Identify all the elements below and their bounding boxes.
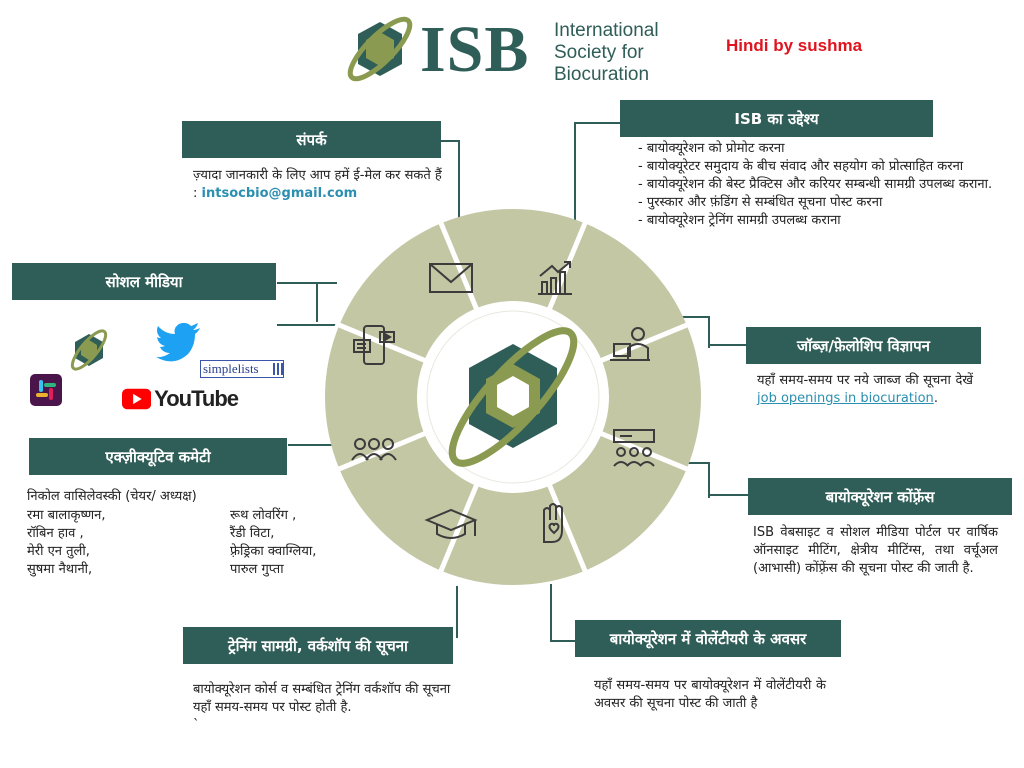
conference-text: ISB वेबसाइट व सोशल मीडिया पोर्टल पर वार्… [753, 525, 998, 576]
executive-column-2: रूथ लोवरिंग , रैंडी विटा, फ़्रेड्रिका क्… [230, 507, 380, 579]
aims-header: ISB का उद्देश्य [620, 100, 933, 137]
mail-icon [429, 263, 473, 293]
training-mark: ` [193, 718, 200, 733]
connector-aims [574, 122, 622, 224]
member-name: पारुल गुप्ता [230, 562, 284, 577]
mobile-chat-icon [353, 325, 395, 365]
aims-item: - बायोक्यूरेशन की बेस्ट प्रैक्टिस और करि… [638, 177, 993, 192]
member-name: रैंडी विटा, [230, 526, 275, 541]
connector-executive [288, 444, 338, 458]
executive-chair: निकोल वासिलेवस्की (चेयर/ अध्यक्ष) [27, 489, 197, 504]
contact-header: संपर्क [182, 121, 441, 158]
member-name: सुषमा नैथानी, [27, 562, 93, 577]
executive-column-1: रमा बालाकृष्णन, रॉबिन हाव , मेरी एन तुली… [27, 507, 217, 579]
conference-header: बायोक्यूरेशन कोंफ़्रेंस [748, 478, 1012, 515]
youtube-label: YouTube [154, 386, 239, 411]
connector-jobs-2 [708, 344, 746, 346]
connector-training [456, 586, 458, 638]
jobs-text: यहाँ समय-समय पर नये जाब्ज की सूचना देखें… [757, 372, 973, 408]
aims-list: - बायोक्यूरेशन को प्रोमोट करना - बायोक्य… [638, 140, 996, 230]
person-laptop-icon [610, 327, 650, 361]
member-name: रमा बालाकृष्णन, [27, 508, 106, 523]
center-emblem-icon [448, 327, 578, 467]
credit-text: Hindi by sushma [726, 36, 863, 55]
jobs-header: जॉब्ज़/फ़ेलोशिप विज्ञापन [746, 327, 981, 364]
volunteer-header: बायोक्यूरेशन में वोलेंटीयरी के अवसर [575, 620, 841, 657]
twitter-icon[interactable] [156, 322, 202, 362]
aims-item: - बायोक्यूरेशन ट्रेनिंग सामग्री उपलब्ध क… [638, 213, 841, 228]
training-header: ट्रेनिंग सामग्री, वर्कशॉप की सूचना [183, 627, 453, 664]
member-name: फ़्रेड्रिका क्वाग्लिया, [230, 544, 317, 559]
member-name: मेरी एन तुली, [27, 544, 90, 559]
isb-logo: ISB International Society for Biocuratio… [340, 8, 690, 90]
org-line-3: Biocuration [554, 64, 650, 85]
org-name: International Society for Biocuration [554, 20, 659, 86]
volunteer-text: यहाँ समय-समय पर बायोक्यूरेशन में वोलेंटी… [594, 678, 826, 711]
connector-jobs [668, 316, 710, 348]
logo-acronym: ISB [420, 13, 530, 86]
job-openings-link[interactable]: job openings in biocuration [757, 391, 934, 406]
contact-text: ज़्यादा जानकारी के लिए आप हमें ई-मेल कर … [193, 167, 443, 203]
org-line-1: International [554, 20, 659, 41]
social-header: सोशल मीडिया [12, 263, 276, 300]
slack-icon[interactable] [30, 374, 62, 406]
executive-header: एक्ज़ीक्यूटिव कमेटी [29, 438, 287, 475]
people-icon [351, 438, 397, 461]
contact-email-link[interactable]: intsocbio@gmail.com [201, 186, 358, 201]
aims-item: - बायोक्यूरेशन को प्रोमोट करना [638, 141, 785, 156]
raised-hand-icon [543, 503, 563, 543]
wheel-graphic [325, 209, 701, 585]
contact-description: ज़्यादा जानकारी के लिए आप हमें ई-मेल कर … [193, 168, 442, 201]
connector-volunteer [550, 584, 576, 642]
member-name: रॉबिन हाव , [27, 526, 84, 541]
connector-conference [670, 462, 710, 498]
center-wheel [322, 206, 704, 588]
conference-icon [613, 429, 655, 467]
aims-item: - बायोक्यूरेटर समुदाय के बीच संवाद और सह… [638, 159, 964, 174]
social-isb-icon[interactable] [66, 322, 112, 376]
org-line-2: Society for [554, 42, 644, 63]
youtube-play-icon [122, 388, 152, 410]
member-name: रूथ लोवरिंग , [230, 508, 297, 523]
growth-chart-icon [538, 261, 572, 295]
connector-contact [440, 140, 460, 222]
simplelists-grid-icon [273, 363, 283, 375]
connector-conference-2 [708, 494, 748, 496]
simplelists-badge[interactable]: simplelists [200, 360, 284, 378]
jobs-description: यहाँ समय-समय पर नये जाब्ज की सूचना देखें [757, 373, 973, 388]
connector-social-v [316, 282, 318, 322]
isb-emblem-icon [347, 16, 413, 82]
aims-item: - पुरस्कार और फ़ंडिंग से सम्बंधित सूचना … [638, 195, 883, 210]
training-text: बायोक्यूरेशन कोर्स व सम्बंधित ट्रेनिंग व… [193, 682, 451, 715]
connector-social [277, 282, 337, 326]
simplelists-label: simplelists [203, 361, 259, 376]
graduation-cap-icon [424, 508, 478, 539]
youtube-logo[interactable]: YouTube [122, 384, 239, 414]
jobs-period: . [933, 391, 938, 406]
